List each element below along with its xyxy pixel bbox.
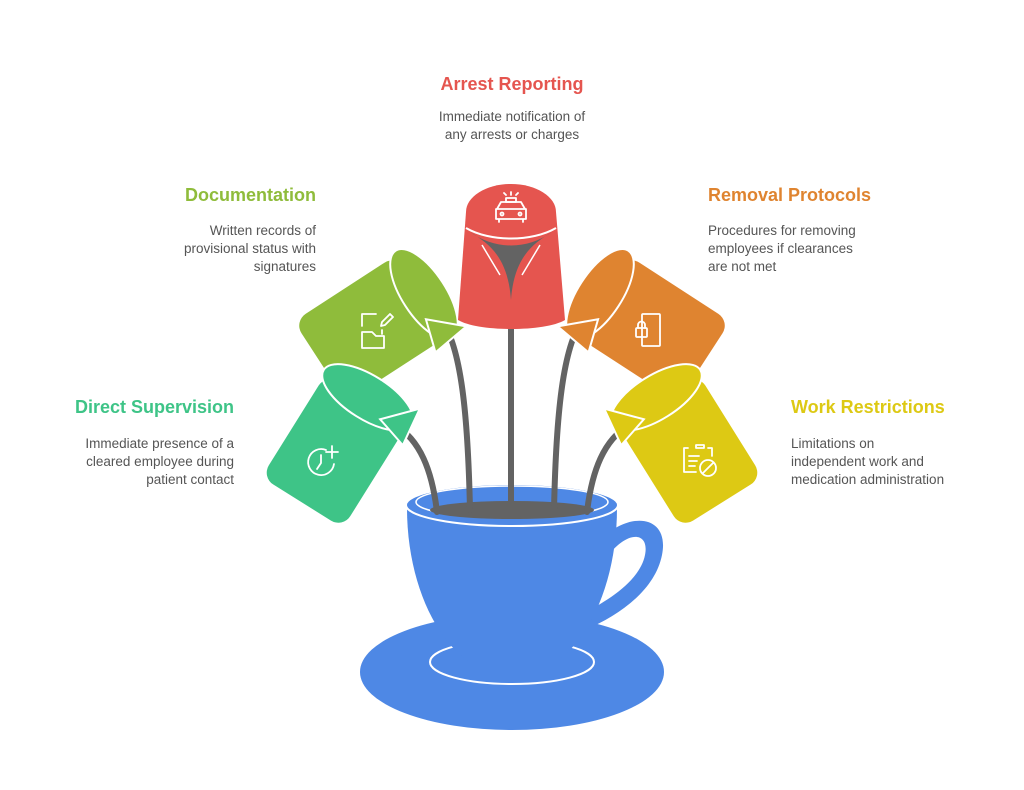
label-documentation: Documentation Written records of provisi… [184,185,316,274]
title-arrest-reporting: Arrest Reporting [440,74,583,94]
desc-line: employees if clearances [708,241,853,256]
desc-line: signatures [254,259,317,274]
stream-removal-protocols [551,315,587,513]
desc-line: medication administration [791,472,944,487]
desc-line: Immediate notification of [439,109,586,124]
cup-direct-supervision [266,363,422,523]
clipboard-blocked-icon [683,444,717,477]
label-arrest-reporting: Arrest Reporting Immediate notification … [439,74,586,142]
cup-removal-protocols [555,248,725,397]
desc-line: Immediate presence of a [85,436,234,451]
desc-line: any arrests or charges [445,127,580,142]
locked-door-icon [635,313,661,347]
title-direct-supervision: Direct Supervision [75,397,234,417]
label-removal-protocols: Removal Protocols Procedures for removin… [708,185,871,274]
label-work-restrictions: Work Restrictions Limitations on indepen… [791,397,945,487]
desc-line: Written records of [210,223,317,238]
desc-line: Procedures for removing [708,223,856,238]
desc-line: provisional status with [184,241,316,256]
clock-plus-icon [307,445,339,476]
saucer [360,614,664,730]
desc-line: independent work and [791,454,924,469]
title-removal-protocols: Removal Protocols [708,185,871,205]
document-edit-icon [361,313,394,349]
cup-work-restrictions [602,363,758,523]
cup-body [407,508,617,662]
stream-documentation [437,315,473,513]
title-work-restrictions: Work Restrictions [791,397,945,417]
title-documentation: Documentation [185,185,316,205]
desc-line: patient contact [146,472,234,487]
cup-documentation [299,248,469,397]
label-direct-supervision: Direct Supervision Immediate presence of… [75,397,235,487]
desc-line: Limitations on [791,436,874,451]
cup-arrest-reporting [458,184,565,329]
desc-line: cleared employee during [86,454,234,469]
police-car-icon [495,191,527,223]
desc-line: are not met [708,259,777,274]
